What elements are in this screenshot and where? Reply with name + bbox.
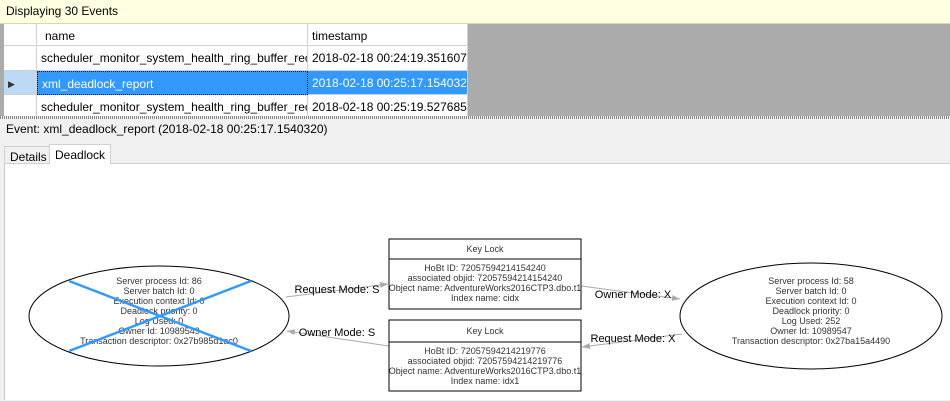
key-lock-node-1[interactable]: Key Lock HoBt ID: 72057594214154240assoc… [388, 238, 582, 310]
node-detail-line: Object name: AdventureWorks2016CTP3.dbo.… [389, 366, 581, 376]
node-detail-line: HoBt ID: 72057594214154240 [424, 263, 546, 273]
table-row-name[interactable]: scheduler_monitor_system_health_ring_buf… [37, 95, 308, 118]
current-row-arrow-icon: ▶ [8, 79, 15, 89]
row-header-selected[interactable]: ▶ [4, 71, 37, 95]
edge-owner-x [580, 285, 681, 301]
node-detail-line: Object name: AdventureWorks2016CTP3.dbo.… [389, 283, 581, 293]
node-detail-line: Log Used: 252 [782, 316, 841, 326]
node-detail-line: Server batch Id: 0 [775, 286, 846, 296]
node-detail-line: Log Used: 0 [135, 316, 184, 326]
node-detail-line: Transaction descriptor: 0x27ba15a4490 [732, 336, 890, 346]
node-detail-line: associated objid: 72057594214154240 [408, 273, 563, 283]
event-label: Event: xml_deadlock_report (2018-02-18 0… [6, 122, 328, 136]
edge-label-request-x: Request Mode: X [591, 333, 677, 345]
edge-label-owner-x: Owner Mode: X [595, 289, 672, 301]
deadlock-graph-panel: Request Mode: S Owner Mode: S Owner Mode… [4, 163, 950, 400]
table-row-timestamp[interactable]: 2018-02-18 00:24:19.3516078 [308, 46, 468, 71]
column-header-timestamp[interactable]: timestamp [308, 24, 468, 46]
victim-cross-icon [68, 279, 252, 353]
edge-label-owner-s: Owner Mode: S [299, 327, 375, 339]
table-row-name-selected[interactable]: xml_deadlock_report [37, 71, 308, 95]
node-detail-line: Deadlock priority: 0 [772, 306, 849, 316]
deadlock-graph: Request Mode: S Owner Mode: S Owner Mode… [28, 238, 943, 392]
node-detail-line: Execution context Id: 0 [765, 296, 856, 306]
edge-request-s [285, 282, 389, 298]
node-detail-line: Index name: idx1 [451, 376, 520, 386]
key-lock-node-2[interactable]: Key Lock HoBt ID: 72057594214219776assoc… [388, 319, 582, 392]
event-count: Displaying 30 Events [6, 4, 119, 18]
event-count-bar: Displaying 30 Events [0, 0, 950, 24]
row-header[interactable] [4, 95, 37, 118]
node-detail-line: associated objid: 72057594214219776 [408, 356, 563, 366]
node-detail-line: Owner Id: 10989547 [770, 326, 852, 336]
table-row-timestamp[interactable]: 2018-02-18 00:25:19.5276859 [308, 95, 468, 118]
node-detail-line: Server batch Id: 0 [123, 286, 194, 296]
lock-title: Key Lock [466, 326, 504, 336]
tab-deadlock[interactable]: Deadlock [49, 144, 112, 164]
node-detail-line: Owner Id: 10989549 [118, 326, 200, 336]
table-row-timestamp-selected[interactable]: 2018-02-18 00:25:17.1540320 [308, 71, 468, 95]
node-detail-line: HoBt ID: 72057594214219776 [424, 346, 546, 356]
edge-request-x [581, 333, 683, 349]
node-detail-line: Server process Id: 58 [768, 276, 854, 286]
node-detail-line: Index name: cidx [451, 293, 520, 303]
node-detail-line: Transaction descriptor: 0x27b985d1ac0 [80, 336, 238, 346]
node-detail-line: Server process Id: 86 [116, 276, 202, 286]
table-row-name[interactable]: scheduler_monitor_system_health_ring_buf… [37, 46, 308, 71]
lock-title: Key Lock [466, 244, 504, 254]
corner-header [4, 24, 37, 46]
node-detail-line: Deadlock priority: 0 [120, 306, 197, 316]
events-grid[interactable]: name timestamp scheduler_monitor_system_… [4, 24, 468, 118]
edge-label-request-s: Request Mode: S [295, 284, 380, 296]
edge-owner-s [286, 329, 390, 347]
splitter[interactable] [0, 116, 950, 119]
column-header-name[interactable]: name [37, 24, 308, 46]
tab-details[interactable]: Details [4, 146, 53, 164]
row-header[interactable] [4, 46, 37, 71]
node-detail-line: Execution context Id: 0 [113, 296, 204, 306]
